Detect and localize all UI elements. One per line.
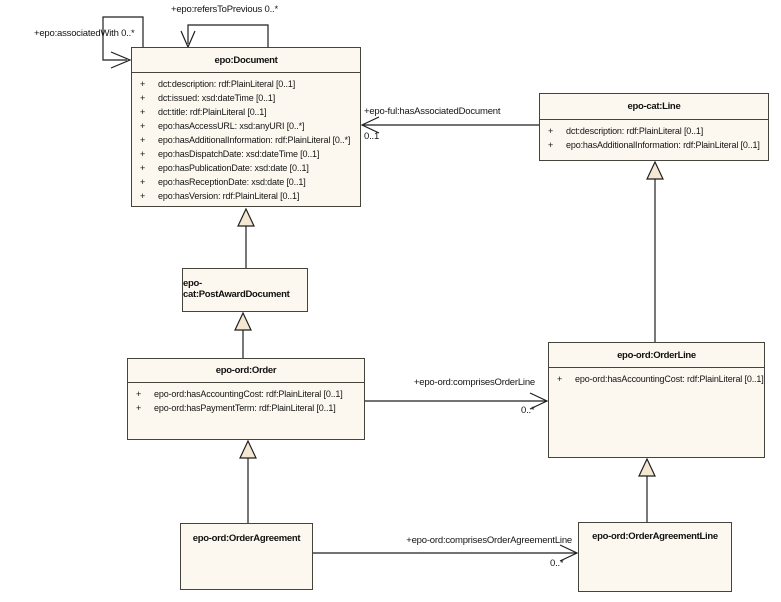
visibility-marker: + [140,135,146,145]
class-box-epo-ord-orderagreementline[interactable]: epo-ord:OrderAgreementLine [578,522,732,592]
attribute-row: + dct:title: rdf:PlainLiteral [0..1] [140,105,358,119]
attribute-row: + epo-ord:hasPaymentTerm: rdf:PlainLitera… [136,401,362,415]
edge-label-refers-to-previous: +epo:refersToPrevious 0..* [170,4,278,15]
attribute-text: epo:hasAdditionalInformation: rdf:PlainL… [158,135,351,145]
attribute-row: + epo-ord:hasAccountingCost: rdf:PlainLit… [557,372,764,386]
attribute-row: + dct:description: rdf:PlainLiteral [0..1… [140,77,358,91]
edge-label-comprises-order-agreement-line: +epo-ord:comprisesOrderAgreementLine [406,535,572,546]
visibility-marker: + [140,191,146,201]
class-title: epo-ord:Order [128,359,364,383]
visibility-marker: + [140,149,146,159]
attribute-row: + dct:description: rdf:PlainLiteral [0..1… [548,124,766,138]
generalization-postawarddocument-to-document [237,207,255,268]
attribute-row: + epo:hasAdditionalInformation: rdf:Plain… [140,133,358,147]
visibility-marker: + [140,107,146,117]
attribute-text: epo:hasVersion: rdf:PlainLiteral [0..1] [158,191,300,201]
attribute-row: + epo-ord:hasAccountingCost: rdf:PlainLit… [136,387,362,401]
class-box-epo-cat-postawarddocument[interactable]: epo-cat:PostAwardDocument [182,268,308,312]
class-box-epo-ord-orderagreement[interactable]: epo-ord:OrderAgreement [180,523,313,590]
attribute-text: epo:hasAdditionalInformation: rdf:PlainL… [566,140,760,150]
edge-label-associated-with: +epo:associatedWith 0..* [34,28,135,39]
attribute-row: + epo:hasDispatchDate: xsd:dateTime [0..1… [140,147,358,161]
visibility-marker: + [136,403,142,413]
class-title: epo:Document [132,48,360,73]
multiplicity-comprises-order-line: 0..* [521,405,535,416]
class-attributes: + dct:description: rdf:PlainLiteral [0..1… [540,120,768,152]
self-association-associated-with [102,16,144,69]
attribute-text: epo:hasDispatchDate: xsd:dateTime [0..1] [158,149,320,159]
generalization-orderline-to-line [646,160,664,342]
class-title: epo-cat:Line [540,94,768,120]
attribute-text: epo:hasPublicationDate: xsd:date [0..1] [158,163,309,173]
visibility-marker: + [557,374,563,384]
edge-label-has-associated-document: +epo-ful:hasAssociatedDocument [364,106,501,117]
attribute-row: + epo:hasVersion: rdf:PlainLiteral [0..1] [140,189,358,203]
attribute-text: epo:hasAccessURL: xsd:anyURI [0..*] [158,121,305,131]
attribute-row: + epo:hasAdditionalInformation: rdf:Plain… [548,138,766,152]
attribute-row: + dct:issued: xsd:dateTime [0..1] [140,91,358,105]
attribute-row: + epo:hasPublicationDate: xsd:date [0..1] [140,161,358,175]
attribute-text: epo-ord:hasAccountingCost: rdf:PlainLite… [154,389,343,399]
attribute-row: + epo:hasAccessURL: xsd:anyURI [0..*] [140,119,358,133]
association-has-associated-document [360,116,539,134]
class-attributes: + dct:description: rdf:PlainLiteral [0..1… [132,73,360,203]
class-box-epo-ord-order[interactable]: epo-ord:Order + epo-ord:hasAccountingCost… [127,358,365,440]
edge-label-comprises-order-line: +epo-ord:comprisesOrderLine [413,377,535,388]
multiplicity-has-associated-document: 0..1 [364,131,380,142]
generalization-orderagreement-to-order [239,439,257,523]
visibility-marker: + [548,140,554,150]
class-attributes: + epo-ord:hasAccountingCost: rdf:PlainLit… [549,368,764,386]
attribute-text: epo:hasReceptionDate: xsd:date [0..1] [158,177,306,187]
visibility-marker: + [140,177,146,187]
attribute-row: + epo:hasReceptionDate: xsd:date [0..1] [140,175,358,189]
association-comprises-order-line [365,392,549,410]
class-title: epo-cat:PostAwardDocument [183,278,290,300]
attribute-text: dct:issued: xsd:dateTime [0..1] [158,93,276,103]
class-box-epo-document[interactable]: epo:Document + dct:description: rdf:Plain… [131,47,361,207]
generalization-order-to-postawarddocument [234,311,252,358]
attribute-text: epo-ord:hasPaymentTerm: rdf:PlainLiteral… [154,403,336,413]
attribute-text: epo-ord:hasAccountingCost: rdf:PlainLite… [575,374,764,384]
class-title: epo-ord:OrderLine [549,343,764,368]
attribute-text: dct:title: rdf:PlainLiteral [0..1] [158,107,267,117]
generalization-orderagreementline-to-orderline [638,457,656,522]
visibility-marker: + [548,126,554,136]
visibility-marker: + [140,79,146,89]
attribute-text: dct:description: rdf:PlainLiteral [0..1] [566,126,704,136]
visibility-marker: + [136,389,142,399]
self-association-refers-to-previous [180,24,269,49]
class-box-epo-cat-line[interactable]: epo-cat:Line + dct:description: rdf:Plain… [539,93,769,161]
class-box-epo-ord-orderline[interactable]: epo-ord:OrderLine + epo-ord:hasAccounting… [548,342,765,458]
visibility-marker: + [140,121,146,131]
class-title: epo-ord:OrderAgreementLine [592,531,718,542]
multiplicity-comprises-order-agreement-line: 0..* [550,558,564,569]
attribute-text: dct:description: rdf:PlainLiteral [0..1] [158,79,296,89]
class-title: epo-ord:OrderAgreement [192,533,301,544]
visibility-marker: + [140,163,146,173]
association-comprises-order-agreement-line [313,544,579,562]
class-attributes: + epo-ord:hasAccountingCost: rdf:PlainLit… [128,383,364,415]
visibility-marker: + [140,93,146,103]
